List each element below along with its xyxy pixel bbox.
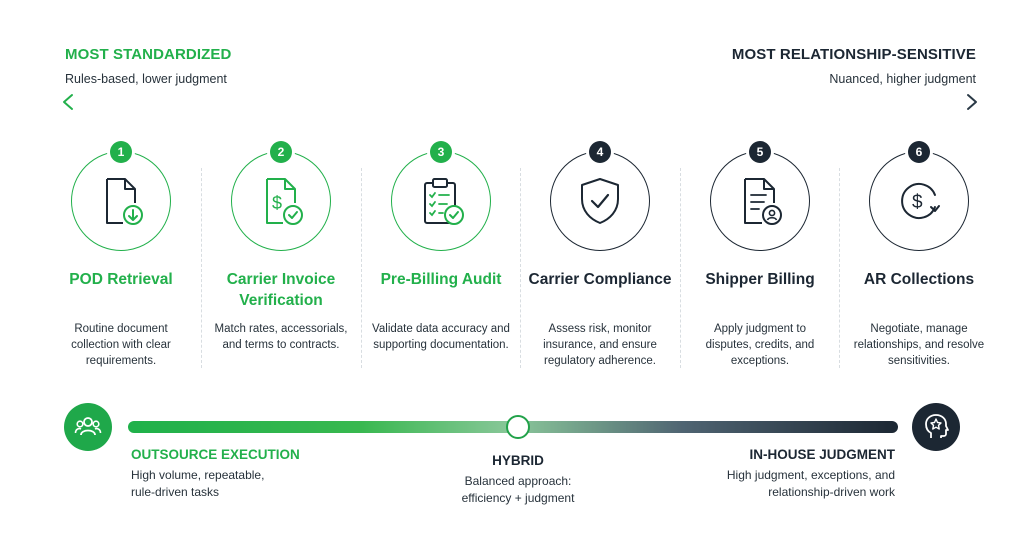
outsource-team-icon bbox=[64, 403, 112, 451]
most-standardized-subtitle: Rules-based, lower judgment bbox=[65, 72, 227, 86]
step-icon-circle: 5 bbox=[706, 141, 814, 255]
step-title: Shipper Billing bbox=[705, 271, 815, 288]
step-title: POD Retrieval bbox=[69, 271, 173, 288]
step-description: Match rates, accessorials, and terms to … bbox=[214, 323, 348, 351]
step-icon-circle: 2 $ bbox=[227, 141, 335, 255]
step-ar-collections: 6 $ AR Collections Negotiate, manage rel… bbox=[839, 141, 999, 369]
document-download-icon bbox=[106, 178, 143, 225]
step-carrier-invoice-verification: 2 $ Carrier Invoice Verification Match r… bbox=[201, 141, 361, 353]
step-carrier-compliance: 4 Carrier Compliance Assess risk, monito… bbox=[520, 141, 680, 369]
divider bbox=[680, 168, 681, 368]
step-pre-billing-audit: 3 Pre-Billing Audit Validate data accura… bbox=[361, 141, 521, 353]
step-icon-circle: 3 bbox=[387, 141, 495, 255]
step-number-badge: 3 bbox=[430, 141, 452, 163]
in-house-head-icon bbox=[912, 403, 960, 451]
clipboard-check-icon bbox=[424, 178, 464, 225]
step-description: Negotiate, manage relationships, and res… bbox=[853, 323, 985, 367]
invoice-check-icon: $ bbox=[266, 178, 303, 225]
hybrid-block: HYBRID Balanced approach: efficiency + j… bbox=[418, 453, 618, 507]
hybrid-description: Balanced approach: efficiency + judgment bbox=[461, 474, 575, 505]
step-description: Routine document collection with clear r… bbox=[71, 323, 171, 367]
step-title: Carrier Invoice Verification bbox=[226, 271, 336, 309]
svg-text:$: $ bbox=[272, 193, 282, 213]
dollar-cycle-icon: $ bbox=[901, 183, 940, 219]
in-house-judgment-block: IN-HOUSE JUDGMENT High judgment, excepti… bbox=[715, 447, 895, 501]
outsource-execution-description: High volume, repeatable, rule-driven tas… bbox=[131, 468, 265, 499]
hybrid-slider-knob bbox=[506, 415, 530, 439]
most-relationship-sensitive-subtitle: Nuanced, higher judgment bbox=[829, 72, 976, 86]
step-title: Pre-Billing Audit bbox=[380, 271, 502, 288]
step-number-badge: 1 bbox=[110, 141, 132, 163]
team-icon bbox=[74, 417, 102, 436]
step-icon-circle: 4 bbox=[546, 141, 654, 255]
step-number-badge: 5 bbox=[749, 141, 771, 163]
step-icon-circle: 6 $ bbox=[865, 141, 973, 255]
document-user-icon bbox=[744, 178, 782, 225]
step-description: Validate data accuracy and supporting do… bbox=[372, 323, 510, 351]
shield-check-icon bbox=[581, 178, 619, 224]
step-shipper-billing: 5 Shipper Billing Apply judgment to disp… bbox=[680, 141, 840, 369]
step-number-badge: 2 bbox=[270, 141, 292, 163]
divider bbox=[361, 168, 362, 368]
svg-text:$: $ bbox=[912, 192, 923, 213]
step-pod-retrieval: 1 POD Retrieval Routine document collect… bbox=[41, 141, 201, 369]
in-house-judgment-description: High judgment, exceptions, and relations… bbox=[726, 468, 895, 499]
head-star-icon bbox=[925, 414, 949, 438]
most-standardized-title: MOST STANDARDIZED bbox=[65, 46, 232, 63]
header-left: MOST STANDARDIZED Rules-based, lower jud… bbox=[65, 46, 231, 86]
divider bbox=[839, 168, 840, 368]
step-description: Assess risk, monitor insurance, and ensu… bbox=[543, 323, 657, 367]
header-right: MOST RELATIONSHIP-SENSITIVE Nuanced, hig… bbox=[732, 46, 976, 86]
step-number-badge: 4 bbox=[589, 141, 611, 163]
outsource-execution-block: OUTSOURCE EXECUTION High volume, repeata… bbox=[131, 447, 300, 501]
step-title: Carrier Compliance bbox=[528, 271, 672, 288]
most-relationship-sensitive-title: MOST RELATIONSHIP-SENSITIVE bbox=[731, 46, 976, 63]
step-icon-circle: 1 bbox=[67, 141, 175, 255]
step-description: Apply judgment to disputes, credits, and… bbox=[705, 323, 815, 367]
hybrid-title: HYBRID bbox=[492, 453, 544, 468]
outsource-execution-title: OUTSOURCE EXECUTION bbox=[131, 447, 300, 462]
step-number-badge: 6 bbox=[908, 141, 930, 163]
step-title: AR Collections bbox=[863, 271, 975, 288]
divider bbox=[520, 168, 521, 368]
spectrum-double-arrow bbox=[63, 94, 977, 110]
divider bbox=[201, 168, 202, 368]
in-house-judgment-title: IN-HOUSE JUDGMENT bbox=[749, 447, 895, 462]
